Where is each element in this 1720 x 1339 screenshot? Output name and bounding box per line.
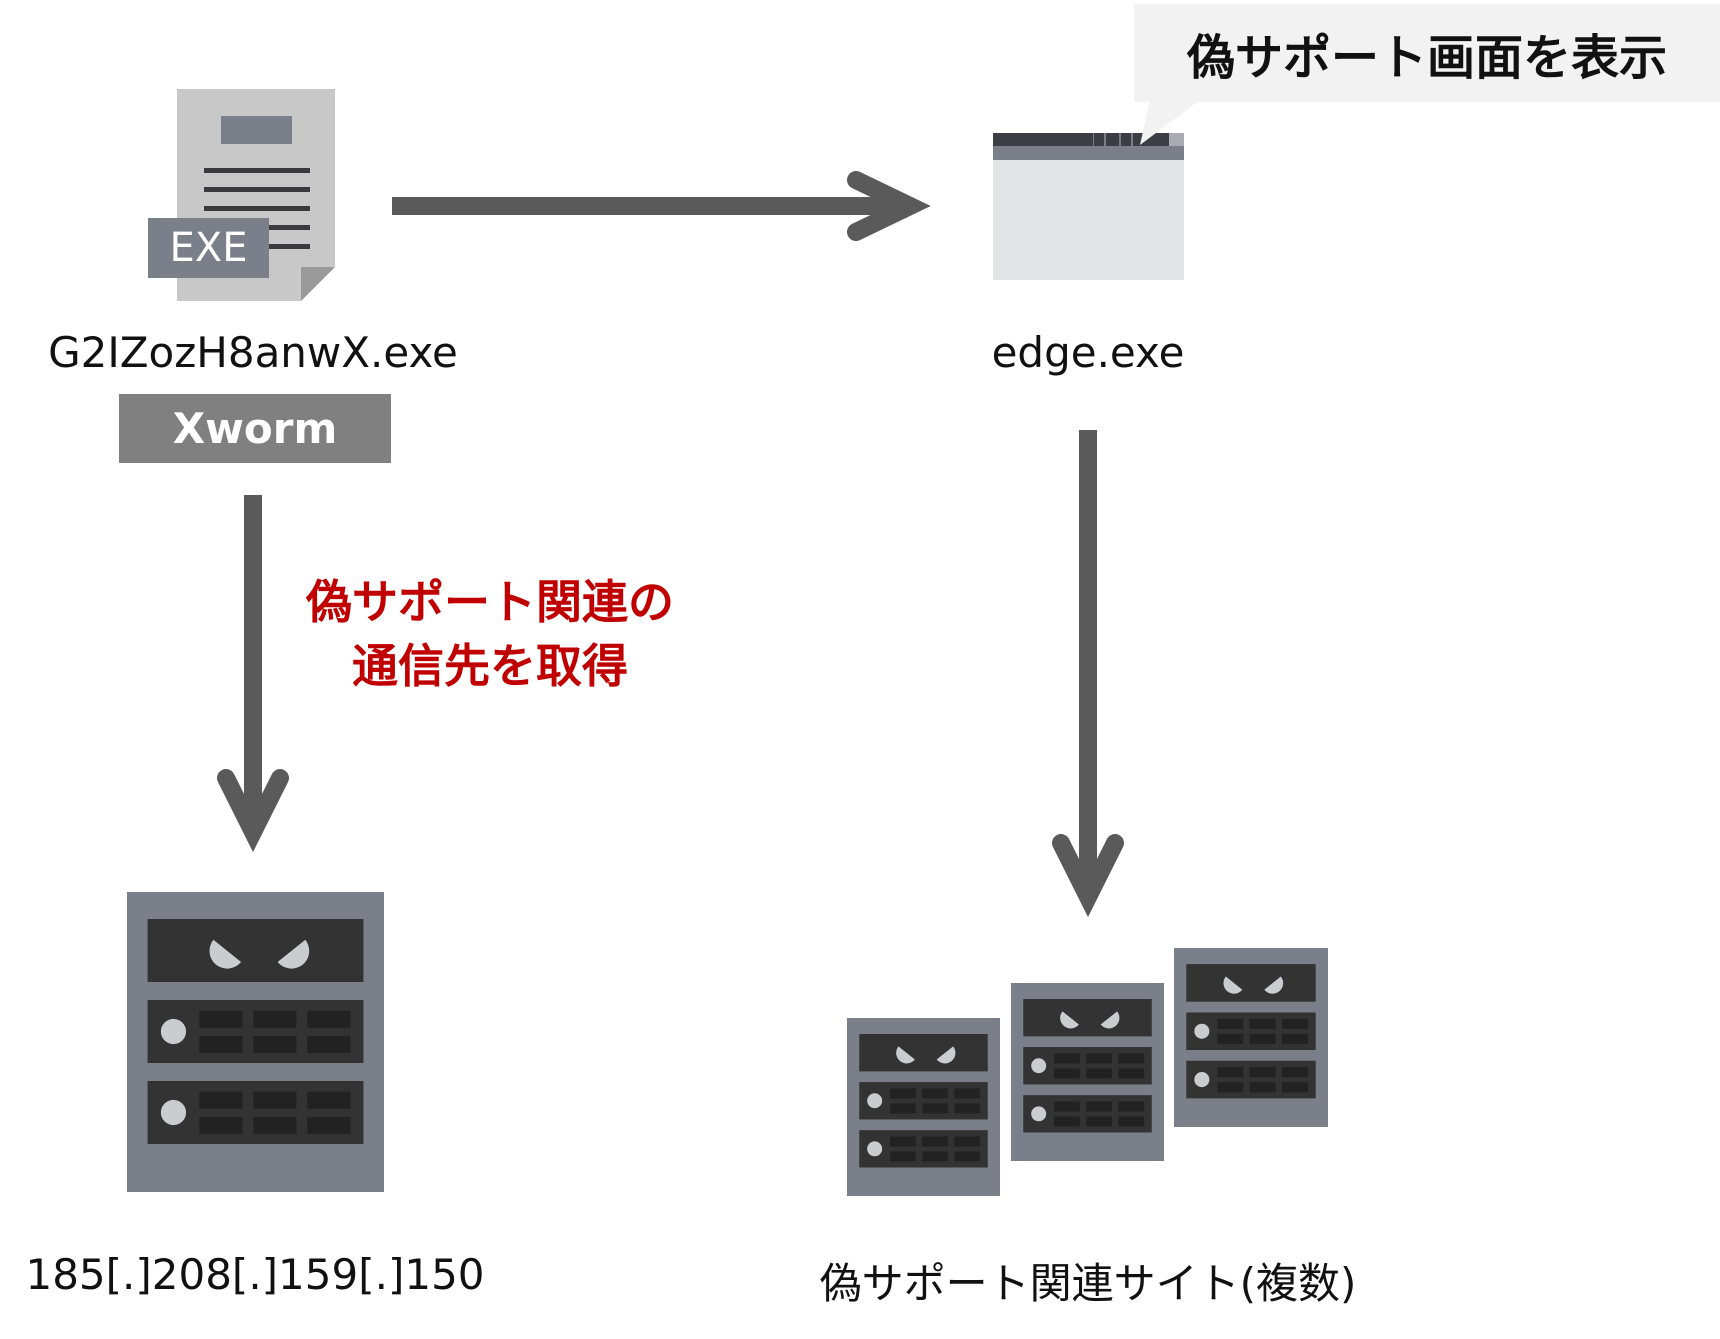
eye-right xyxy=(1264,976,1284,994)
status-led xyxy=(160,1099,187,1126)
status-led xyxy=(1194,1072,1210,1088)
source-filename: G2IZozH8anwX.exe xyxy=(48,328,458,377)
status-led xyxy=(867,1093,883,1109)
fake-site-server-icon xyxy=(1174,948,1328,1127)
exe-file-icon xyxy=(148,89,335,301)
eye-left xyxy=(1223,976,1243,994)
browser-process-name: edge.exe xyxy=(991,328,1185,377)
callout-text: 偽サポート画面を表示 xyxy=(1186,30,1667,86)
arrow-down-icon xyxy=(217,495,289,853)
c2-server-icon xyxy=(127,892,384,1192)
arrow-down-icon xyxy=(1052,430,1124,918)
eye-left xyxy=(209,939,242,969)
status-led xyxy=(867,1141,883,1157)
eye-right xyxy=(277,939,310,969)
fake-site-server-icon xyxy=(1011,983,1164,1161)
fake-site-server-icon xyxy=(847,1018,1000,1196)
c2-server-address: 185[.]208[.]159[.]150 xyxy=(25,1250,485,1299)
edge-label-line-2: 通信先を取得 xyxy=(352,639,628,693)
eye-right xyxy=(936,1046,956,1064)
malware-family-badge: Xworm xyxy=(119,394,391,463)
callout-bubble xyxy=(1134,4,1720,145)
fake-sites-label: 偽サポート関連サイト(複数) xyxy=(819,1259,1357,1308)
browser-window-icon xyxy=(993,133,1184,280)
eye-left xyxy=(1060,1011,1079,1029)
eye-right xyxy=(1100,1011,1120,1029)
arrow-right-icon xyxy=(392,171,931,241)
status-led xyxy=(1031,1106,1047,1122)
status-led xyxy=(160,1018,187,1045)
eye-left xyxy=(896,1046,915,1064)
status-led xyxy=(1031,1058,1047,1074)
exe-icon-label: EXE xyxy=(169,225,248,271)
edge-label-line-1: 偽サポート関連の xyxy=(306,575,674,629)
edge-label: 偽サポート関連の 通信先を取得 xyxy=(290,570,690,698)
status-led xyxy=(1194,1023,1210,1039)
